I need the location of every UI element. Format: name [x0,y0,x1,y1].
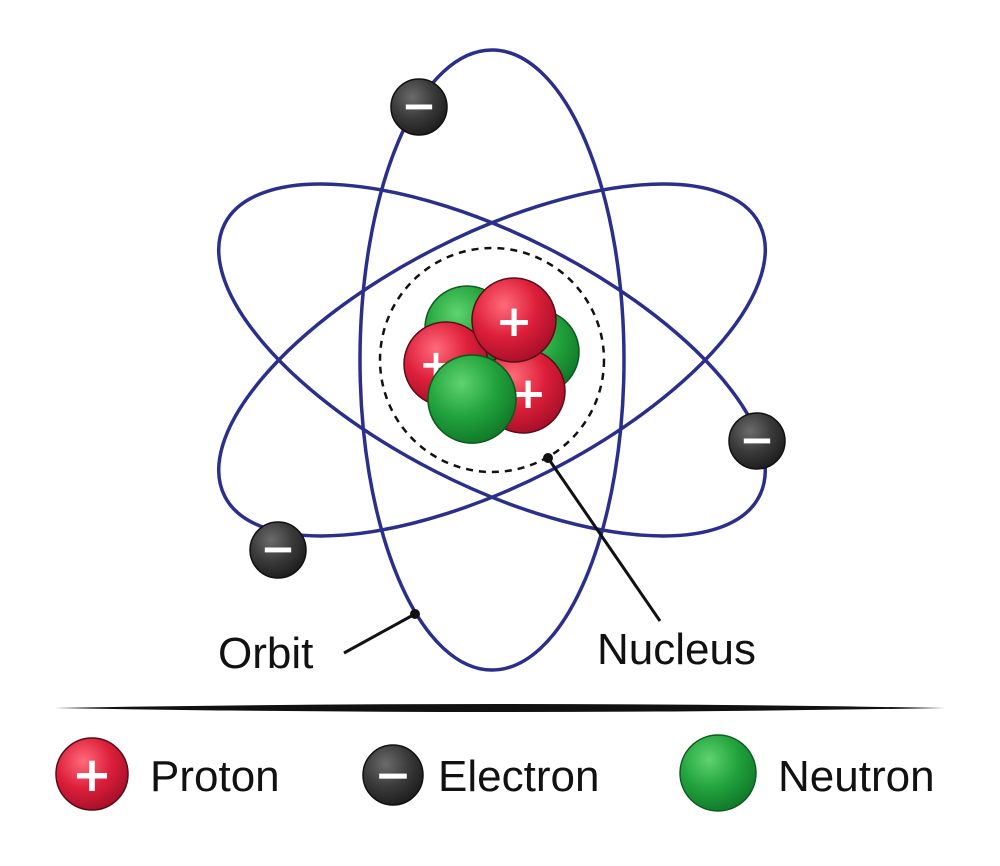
proton-legend-symbol: + [72,747,112,803]
orbit-vertical [358,48,626,672]
orbits [216,48,768,672]
callout-orbit: Orbit [218,609,420,678]
electron-symbol: − [739,415,774,464]
electron-symbol: − [260,524,295,573]
proton-legend-icon [55,737,129,811]
proton-symbol: + [496,296,533,347]
legend-item-electron: − Electron [362,744,599,806]
proton-legend-label: Proton [150,752,280,801]
proton-particle [471,277,557,363]
neutron-particle-front [427,354,517,444]
legend-divider [55,704,945,712]
orbit-tilted-right [216,182,768,538]
nucleus-pointer-dot [543,453,553,463]
neutron-legend-label: Neutron [778,752,935,801]
electron-symbol: − [401,81,436,130]
electron-particle: − [249,521,307,579]
legend-item-proton: + Proton [55,737,280,811]
nucleus-label: Nucleus [597,625,756,674]
electron-particle: − [728,412,786,470]
electrons: − − − [249,78,786,579]
nucleus-boundary [378,246,606,474]
electron-particle: − [390,78,448,136]
electron-legend-symbol: − [375,750,412,801]
neutron-legend-icon [679,734,757,812]
orbit-pointer-dot [410,609,420,619]
legend: + Proton − Electron Neutron [55,734,935,812]
legend-item-neutron: Neutron [679,734,935,812]
electron-legend-label: Electron [438,752,599,801]
callout-nucleus: Nucleus [543,453,756,674]
orbit-tilted-left [216,182,768,538]
orbit-label: Orbit [218,629,313,678]
electron-legend-icon [362,744,424,806]
